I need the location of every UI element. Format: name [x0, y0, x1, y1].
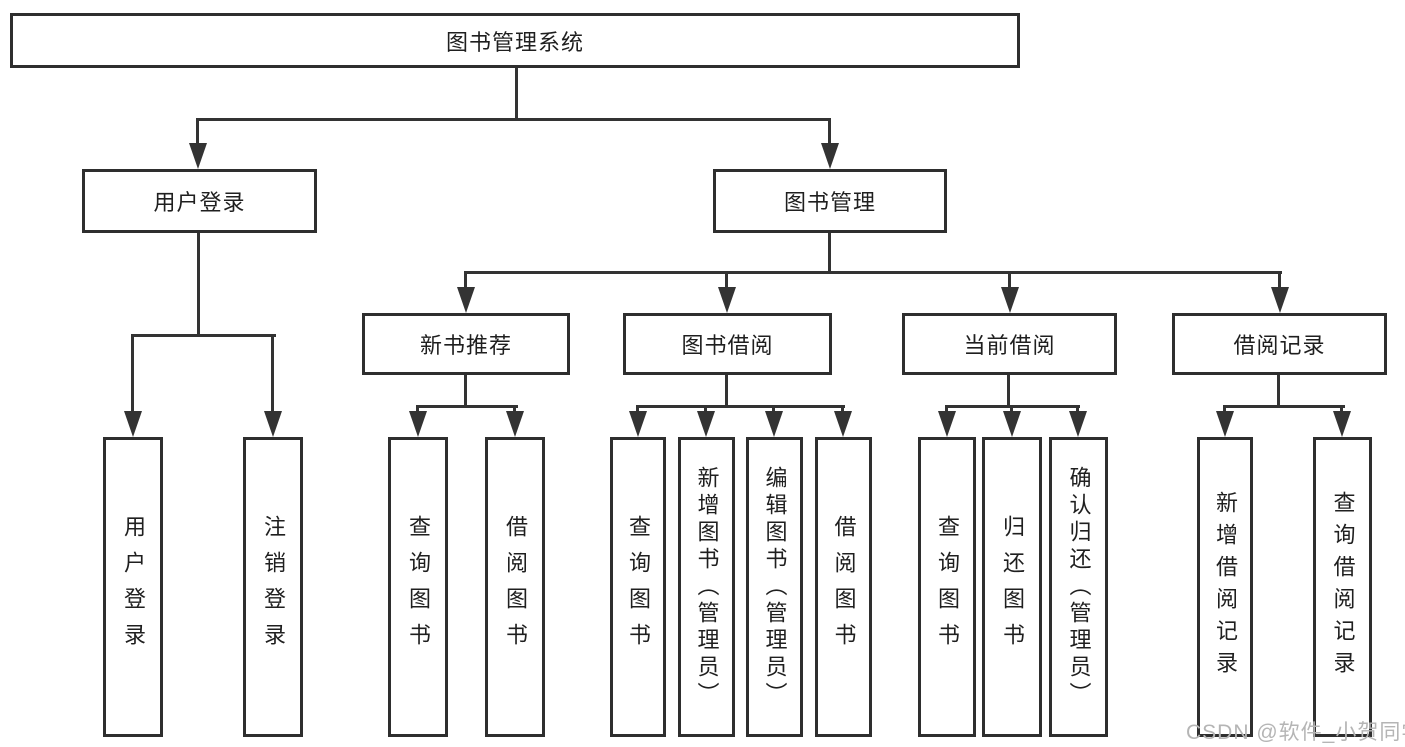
node-root-library-management-system: 图书管理系统 [10, 13, 1020, 68]
arrow-down-icon [1069, 411, 1087, 437]
leaf-current-confirm-return-admin: 确认归还（管理员） [1049, 437, 1108, 737]
connector-line [725, 375, 728, 408]
leaf-user-login: 用户登录 [103, 437, 163, 737]
arrow-down-icon [409, 411, 427, 437]
arrow-down-icon [821, 143, 839, 169]
arrow-down-icon [1333, 411, 1351, 437]
arrow-down-icon [506, 411, 524, 437]
leaf-logout: 注销登录 [243, 437, 303, 737]
connector-line [636, 405, 845, 408]
connector-line [464, 271, 1282, 274]
node-book-management: 图书管理 [713, 169, 947, 233]
arrow-down-icon [629, 411, 647, 437]
connector-line [828, 118, 831, 158]
connector-line [828, 233, 831, 274]
node-new-book-recommend: 新书推荐 [362, 313, 570, 375]
arrow-down-icon [1003, 411, 1021, 437]
leaf-record-query-borrow-record: 查询借阅记录 [1313, 437, 1372, 737]
csdn-watermark: CSDN @软件_小贺同学 [1186, 721, 1405, 744]
arrow-down-icon [834, 411, 852, 437]
leaf-newbook-query-book: 查询图书 [388, 437, 448, 737]
leaf-newbook-borrow-book: 借阅图书 [485, 437, 545, 737]
connector-line [1278, 271, 1281, 293]
leaf-borrow-borrow-book: 借阅图书 [815, 437, 872, 737]
leaf-record-add-borrow-record: 新增借阅记录 [1197, 437, 1253, 737]
connector-line [1008, 271, 1011, 293]
arrow-down-icon [124, 411, 142, 437]
arrow-down-icon [189, 143, 207, 169]
arrow-down-icon [1216, 411, 1234, 437]
connector-line [196, 118, 831, 121]
arrow-down-icon [718, 287, 736, 313]
connector-line [1223, 405, 1345, 408]
connector-line [464, 375, 467, 408]
arrow-down-icon [697, 411, 715, 437]
arrow-down-icon [264, 411, 282, 437]
leaf-current-query-book: 查询图书 [918, 437, 976, 737]
node-borrow-record: 借阅记录 [1172, 313, 1387, 375]
leaf-current-return-book: 归还图书 [982, 437, 1042, 737]
node-book-borrow: 图书借阅 [623, 313, 832, 375]
connector-line [725, 271, 728, 293]
arrow-down-icon [1001, 287, 1019, 313]
connector-line [196, 118, 199, 158]
arrow-down-icon [1271, 287, 1289, 313]
connector-line [416, 405, 518, 408]
connector-line [1007, 375, 1010, 408]
connector-line [271, 334, 274, 416]
arrow-down-icon [938, 411, 956, 437]
connector-line [464, 271, 467, 293]
leaf-borrow-add-book-admin: 新增图书（管理员） [678, 437, 735, 737]
arrow-down-icon [457, 287, 475, 313]
connector-line [131, 334, 134, 416]
leaf-borrow-query-book: 查询图书 [610, 437, 666, 737]
connector-line [1277, 375, 1280, 408]
connector-line [131, 334, 276, 337]
connector-line [197, 233, 200, 337]
connector-line [515, 68, 518, 120]
arrow-down-icon [765, 411, 783, 437]
node-current-borrow: 当前借阅 [902, 313, 1117, 375]
node-user-login: 用户登录 [82, 169, 317, 233]
leaf-borrow-edit-book-admin: 编辑图书（管理员） [746, 437, 803, 737]
